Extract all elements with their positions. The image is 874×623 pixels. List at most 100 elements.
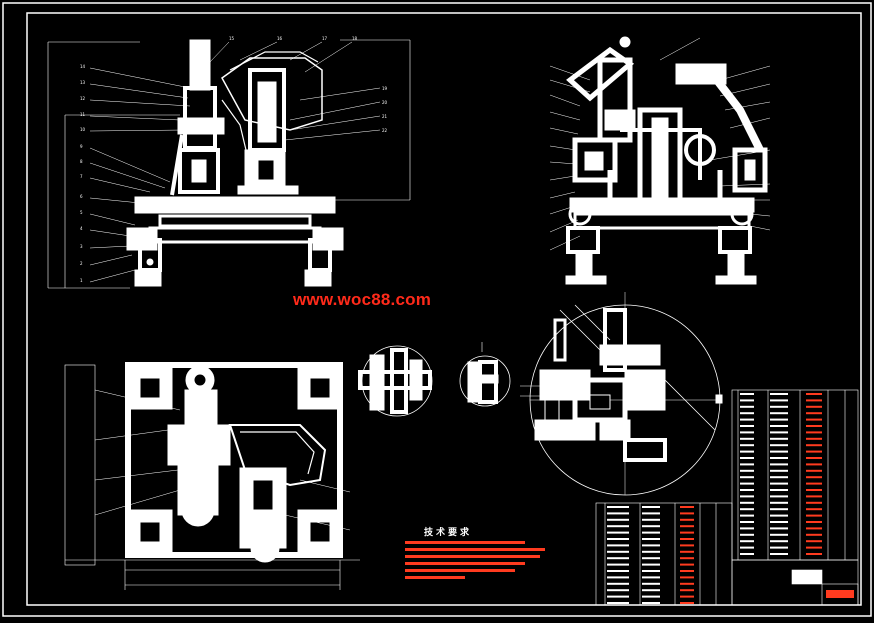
svg-text:12: 12 xyxy=(80,96,86,101)
parts-row-mark xyxy=(770,469,788,472)
parts-row-red xyxy=(806,482,822,485)
parts-row-mark xyxy=(740,553,754,555)
parts-row-mark xyxy=(642,589,660,592)
parts-row-mark xyxy=(740,418,754,421)
parts-row-mark xyxy=(740,482,754,485)
svg-text:9: 9 xyxy=(80,144,83,149)
parts-row-red xyxy=(806,501,822,504)
parts-row-mark xyxy=(607,525,629,528)
parts-row-red xyxy=(680,525,694,528)
parts-row-mark xyxy=(607,602,629,604)
parts-row-mark xyxy=(607,538,629,540)
parts-row-red xyxy=(806,399,822,402)
svg-text:3: 3 xyxy=(80,244,83,249)
parts-row-mark xyxy=(770,482,788,485)
parts-row-mark xyxy=(740,533,754,536)
svg-text:11: 11 xyxy=(80,112,86,117)
parts-row-mark xyxy=(740,393,754,395)
detail-circle xyxy=(520,292,723,496)
svg-text:17: 17 xyxy=(322,36,328,41)
parts-row-mark xyxy=(740,514,754,517)
parts-row-red xyxy=(806,425,822,427)
parts-row-mark xyxy=(740,476,754,479)
parts-row-mark xyxy=(607,563,629,566)
parts-row-mark xyxy=(642,531,660,534)
parts-row-red xyxy=(680,563,694,566)
parts-row-mark xyxy=(770,540,788,543)
parts-row-mark xyxy=(642,563,660,566)
svg-text:6: 6 xyxy=(80,194,83,199)
svg-text:2: 2 xyxy=(80,261,83,266)
svg-text:10: 10 xyxy=(80,127,86,132)
svg-text:13: 13 xyxy=(80,80,86,85)
parts-row-mark xyxy=(607,557,629,560)
parts-row-mark xyxy=(607,544,629,547)
parts-row-mark xyxy=(740,521,754,523)
side-view xyxy=(549,36,771,285)
parts-row-mark xyxy=(740,457,754,459)
parts-row-red xyxy=(680,518,694,521)
parts-row-mark xyxy=(642,595,660,598)
svg-text:16: 16 xyxy=(277,36,283,41)
parts-row-mark xyxy=(740,412,754,415)
parts-list-red-marks xyxy=(680,393,822,604)
svg-text:5: 5 xyxy=(80,210,83,215)
parts-row-mark xyxy=(642,525,660,528)
parts-row-mark xyxy=(770,546,788,549)
parts-row-mark xyxy=(770,527,788,530)
parts-row-mark xyxy=(740,546,754,549)
parts-row-red xyxy=(806,540,822,543)
parts-row-mark xyxy=(642,602,660,604)
parts-row-mark xyxy=(740,495,754,498)
parts-row-red xyxy=(806,495,822,498)
parts-row-mark xyxy=(607,531,629,534)
parts-row-mark xyxy=(770,533,788,536)
parts-row-mark xyxy=(770,457,788,459)
parts-row-mark xyxy=(740,489,754,491)
parts-row-red xyxy=(806,393,822,395)
parts-row-mark xyxy=(740,469,754,472)
parts-row-red xyxy=(806,437,822,440)
detail-a xyxy=(358,345,433,417)
svg-text:4: 4 xyxy=(80,226,83,231)
parts-row-mark xyxy=(740,399,754,402)
svg-text:1: 1 xyxy=(80,278,83,283)
parts-row-mark xyxy=(770,476,788,479)
parts-row-red xyxy=(680,570,694,572)
parts-list-lower xyxy=(595,502,859,606)
parts-row-mark xyxy=(607,595,629,598)
svg-text:8: 8 xyxy=(80,159,83,164)
svg-text:18: 18 xyxy=(352,36,358,41)
parts-row-red xyxy=(806,405,822,408)
parts-row-mark xyxy=(740,444,754,447)
parts-row-red xyxy=(806,489,822,491)
parts-row-mark xyxy=(740,508,754,511)
parts-row-mark xyxy=(607,506,629,508)
parts-row-mark xyxy=(642,518,660,521)
parts-row-mark xyxy=(642,582,660,585)
svg-text:22: 22 xyxy=(382,128,388,133)
parts-row-red xyxy=(806,553,822,555)
parts-row-mark xyxy=(770,405,788,408)
parts-list-upper xyxy=(731,389,859,561)
parts-row-mark xyxy=(642,512,660,515)
parts-row-red xyxy=(806,469,822,472)
parts-row-mark xyxy=(607,570,629,572)
parts-row-mark xyxy=(607,589,629,592)
parts-row-red xyxy=(680,589,694,592)
parts-row-mark xyxy=(740,450,754,453)
parts-row-mark xyxy=(642,506,660,508)
drawing-title-red xyxy=(826,590,854,598)
watermark-text: www.woc88.com xyxy=(293,290,432,309)
parts-row-mark xyxy=(642,576,660,579)
parts-row-mark xyxy=(642,538,660,540)
parts-row-red xyxy=(680,576,694,579)
svg-text:20: 20 xyxy=(382,100,388,105)
parts-row-mark xyxy=(770,463,788,466)
svg-text:21: 21 xyxy=(382,114,388,119)
parts-row-mark xyxy=(770,508,788,511)
parts-row-mark xyxy=(770,450,788,453)
parts-row-mark xyxy=(740,463,754,466)
parts-row-mark xyxy=(607,512,629,515)
